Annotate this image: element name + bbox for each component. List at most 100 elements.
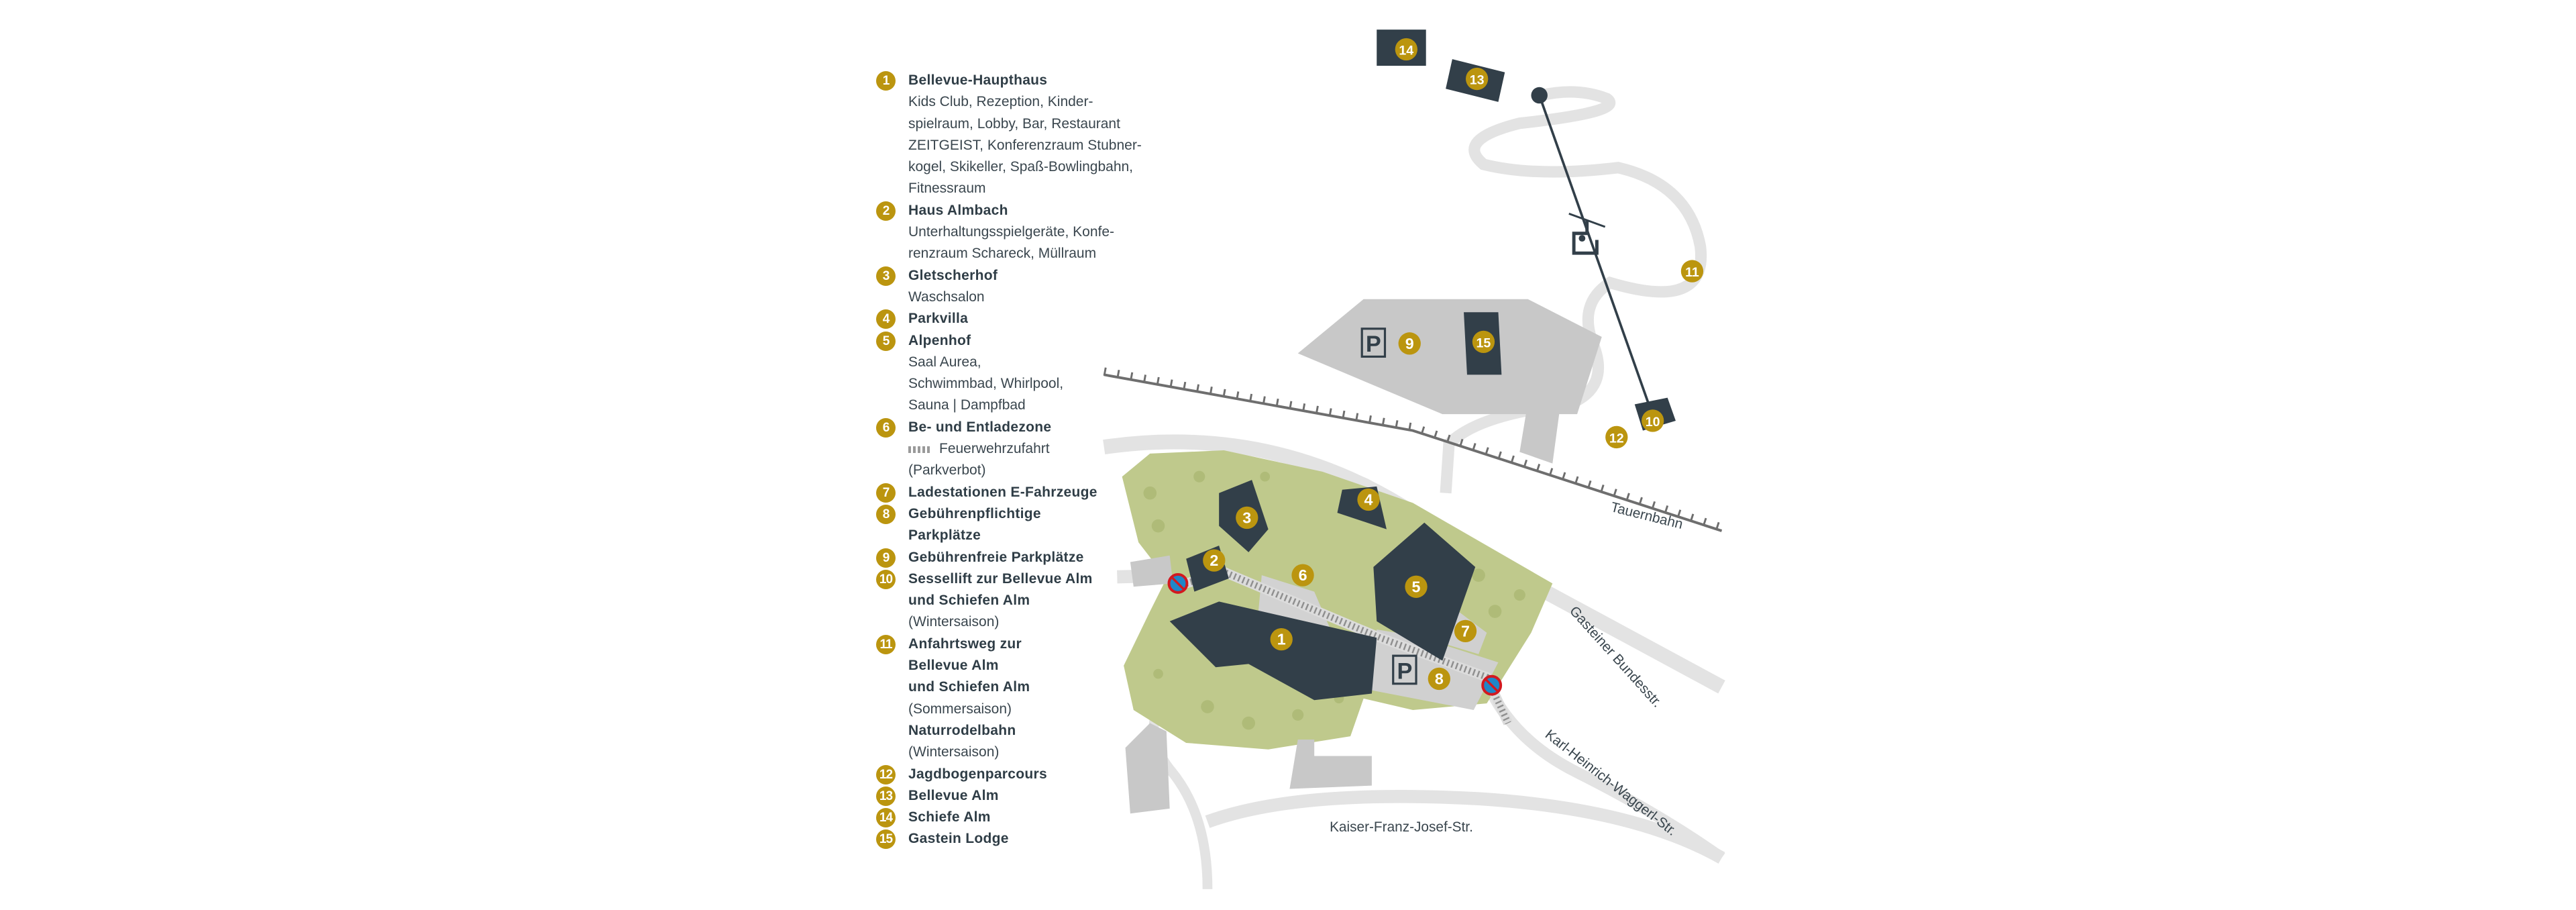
- lift-top-station-icon: [1531, 87, 1548, 104]
- number-badge-icon: 11: [876, 634, 896, 654]
- number-badge-icon: 7: [876, 483, 896, 503]
- marker-number: 8: [1435, 670, 1444, 688]
- legend-title: Be- und Entladezone: [908, 419, 1052, 435]
- legend-title: Naturrodelbahn: [908, 722, 1016, 738]
- map-marker-6: 6: [1291, 564, 1314, 587]
- legend-description: (Wintersaison): [908, 614, 1000, 630]
- number-badge-icon: 6: [876, 417, 896, 438]
- marker-circle-icon: [1454, 619, 1477, 643]
- legend-title: Alpenhof: [908, 332, 971, 348]
- legend-title: Gebührenpflichtige: [908, 505, 1041, 521]
- legend-title: Anfahrtsweg zur: [908, 636, 1022, 652]
- road-access-11: [1440, 86, 1707, 494]
- legend-title: und Schiefen Alm: [908, 593, 1030, 609]
- legend-title: Schiefe Alm: [908, 809, 991, 825]
- neighbor-buildings: [1125, 555, 1372, 814]
- legend-description: spielraum, Lobby, Bar, Restaurant: [908, 115, 1120, 132]
- building-gray: [1519, 403, 1561, 464]
- marker-number: 15: [1477, 336, 1491, 350]
- label-gasteiner-bundesstr: Gasteiner Bundesstr.: [1566, 603, 1665, 711]
- number-badge-icon: 13: [876, 786, 896, 806]
- map-marker-2: 2: [1203, 549, 1226, 572]
- building-1: [1169, 601, 1377, 701]
- legend-item: 14 Schiefe Alm: [876, 807, 1185, 828]
- railway-tauernbahn: [1103, 367, 1723, 532]
- legend-description: Schwimmbad, Whirlpool,: [908, 376, 1064, 392]
- map-marker-4: 4: [1357, 488, 1380, 511]
- number-badge-icon: 8: [876, 504, 896, 524]
- legend-description: ZEITGEIST, Konferenzraum Stubner-: [908, 137, 1142, 153]
- marker-circle-icon: [1428, 667, 1450, 691]
- legend-description: renzraum Schareck, Müllraum: [908, 246, 1097, 262]
- marker-circle-icon: [1680, 260, 1704, 283]
- legend-item: 9 Gebührenfreie Parkplätze: [876, 547, 1185, 568]
- map-marker-10: 10: [1642, 409, 1664, 432]
- legend-item: 4 Parkvilla: [876, 308, 1185, 330]
- legend-description: Sauna | Dampfbad: [908, 397, 1026, 413]
- parking-icon-9: P: [1360, 327, 1387, 358]
- marker-circle-icon: [1642, 409, 1664, 432]
- fire-lane-label: Feuerwehrzufahrt: [939, 441, 1050, 457]
- parking-area-9: [1297, 299, 1602, 415]
- chairlift: [1531, 87, 1652, 411]
- number-badge-icon: 14: [876, 808, 896, 828]
- legend-description: Saal Aurea,: [908, 354, 981, 370]
- legend-title: Gebührenfreie Parkplätze: [908, 549, 1084, 565]
- legend-title: Gletscherhof: [908, 267, 998, 283]
- legend-description: Waschsalon: [908, 289, 985, 305]
- legend-description: (Wintersaison): [908, 744, 1000, 760]
- marker-number: 1: [1277, 631, 1286, 648]
- svg-text:P: P: [1397, 658, 1412, 684]
- legend-title: Sessellift zur Bellevue Alm: [908, 570, 1093, 587]
- marker-number: 10: [1646, 415, 1660, 429]
- marker-circle-icon: [1395, 38, 1417, 61]
- legend-item: 10 Sessellift zur Bellevue Alm und Schiefe…: [876, 568, 1185, 634]
- marker-number: 12: [1609, 432, 1624, 446]
- legend-title: Haus Almbach: [908, 202, 1008, 218]
- number-badge-icon: 9: [876, 548, 896, 568]
- marker-circle-icon: [1236, 506, 1258, 529]
- legend-title: Parkvilla: [908, 311, 969, 327]
- legend-description: Fitnessraum: [908, 181, 986, 197]
- map-marker-11: 11: [1680, 260, 1704, 283]
- map-marker-15: 15: [1472, 330, 1495, 354]
- hotel-grounds: [1122, 450, 1553, 750]
- map-marker-3: 3: [1236, 506, 1258, 529]
- svg-text:P: P: [1366, 332, 1381, 357]
- no-parking-sign-east: [1481, 674, 1503, 696]
- number-badge-icon: 4: [876, 309, 896, 330]
- fire-lane-legend: Feuerwehrzufahrt: [908, 438, 1185, 460]
- legend-description: (Parkverbot): [908, 462, 986, 478]
- marker-circle-icon: [1357, 488, 1380, 511]
- map-marker-8: 8: [1428, 667, 1450, 691]
- marker-number: 14: [1399, 44, 1413, 58]
- marker-number: 2: [1210, 552, 1218, 569]
- marker-number: 3: [1242, 509, 1251, 527]
- chairlift-icon: [1568, 212, 1606, 255]
- road-kaiser: [1205, 790, 1725, 864]
- legend-description: Unterhaltungsspielgeräte, Konfe-: [908, 224, 1115, 240]
- marker-number: 6: [1299, 566, 1307, 584]
- marker-circle-icon: [1291, 564, 1314, 587]
- label-tauernbahn: Tauernbahn: [1609, 499, 1684, 532]
- legend-title: Parkplätze: [908, 527, 981, 544]
- number-badge-icon: 10: [876, 569, 896, 589]
- map-marker-13: 13: [1465, 67, 1489, 91]
- parking-icon-8: P: [1392, 654, 1417, 685]
- map-marker-5: 5: [1405, 575, 1428, 598]
- legend-title: Gastein Lodge: [908, 831, 1009, 847]
- marker-circle-icon: [1203, 549, 1226, 572]
- marker-number: 13: [1470, 73, 1485, 88]
- trees: [1143, 470, 1525, 730]
- legend-description: Kids Club, Rezeption, Kinder-: [908, 94, 1093, 110]
